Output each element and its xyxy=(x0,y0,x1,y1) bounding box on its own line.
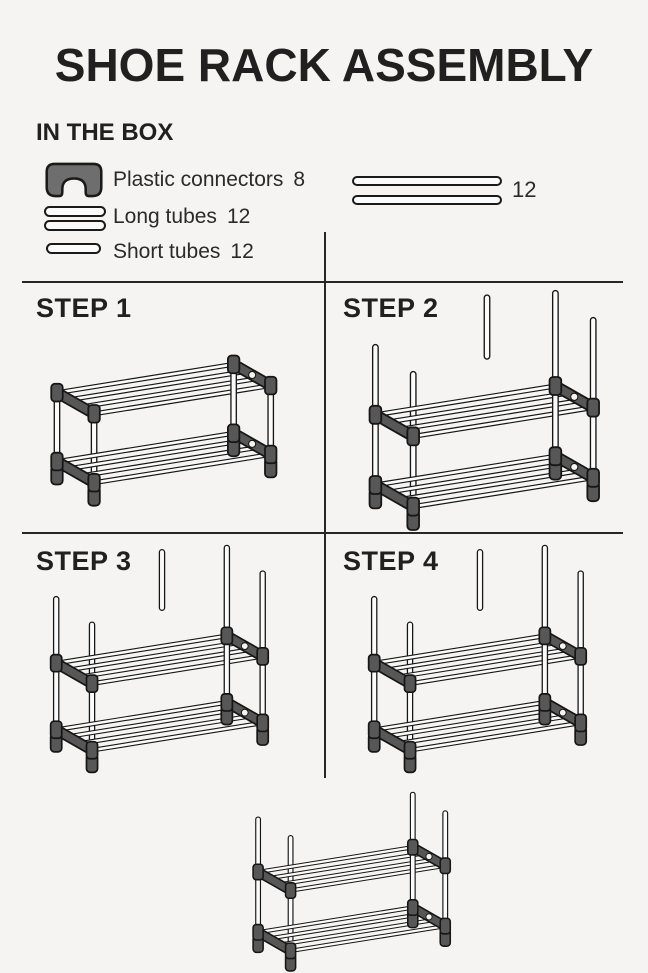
box-item-label: Long tubes xyxy=(113,205,217,228)
box-item-long-tubes: Long tubes 12 xyxy=(113,205,250,229)
step-1-illustration-single-tier-frame xyxy=(34,352,299,509)
box-item-qty: 12 xyxy=(226,205,251,228)
horizontal-divider-top xyxy=(22,281,623,283)
step-2-illustration-two-tier-rack xyxy=(352,287,622,532)
page-title: SHOE RACK ASSEMBLY xyxy=(54,39,594,91)
box-item-label: Plastic connectors xyxy=(113,168,284,191)
in-the-box-heading: IN THE BOX xyxy=(36,119,174,146)
final-illustration-assembled-rack xyxy=(238,790,470,973)
step-1-label: STEP 1 xyxy=(36,293,132,323)
box-item-qty: 8 xyxy=(293,168,306,191)
step-2-label: STEP 2 xyxy=(343,293,439,323)
loose-tubes-qty: 12 xyxy=(512,177,537,202)
vertical-divider xyxy=(324,232,326,778)
step-4-label: STEP 4 xyxy=(343,546,439,576)
horizontal-divider-middle xyxy=(22,532,623,534)
box-item-short-tubes: Short tubes 12 xyxy=(113,240,254,264)
step-3-illustration-two-tier-rack xyxy=(34,542,290,774)
box-item-label: Short tubes xyxy=(113,240,221,263)
step-4-illustration-two-tier-rack xyxy=(352,542,608,774)
step-3-label: STEP 3 xyxy=(36,546,132,576)
plastic-connector-icon xyxy=(45,162,103,198)
box-item-qty: 12 xyxy=(230,240,254,263)
box-item-plastic-connectors: Plastic connectors 8 xyxy=(113,168,305,192)
